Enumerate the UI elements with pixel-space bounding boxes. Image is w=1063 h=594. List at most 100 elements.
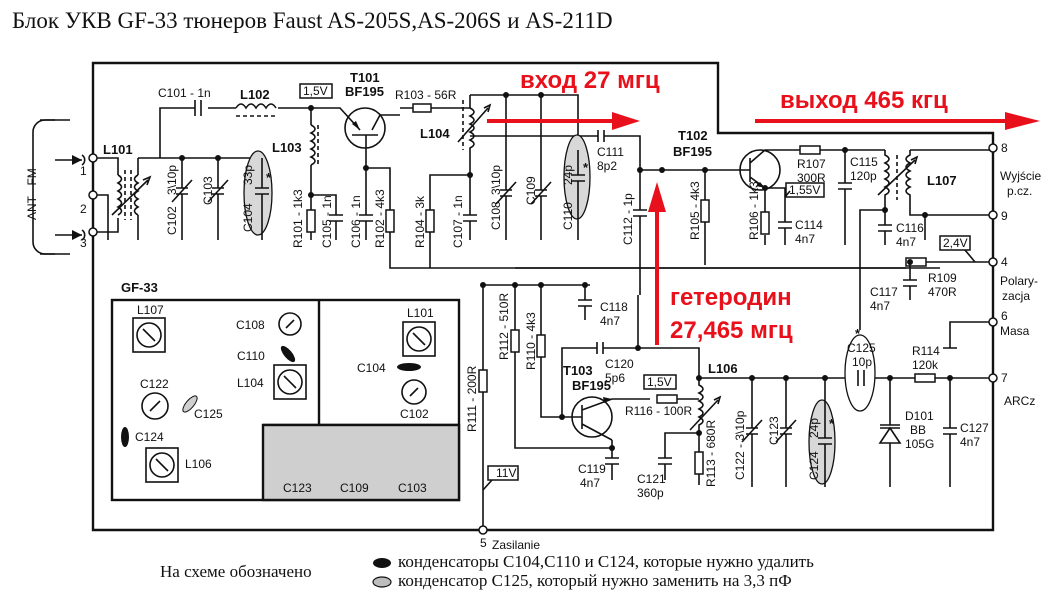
r109-label: R109 [928,271,957,285]
c124-label: C124 [807,451,821,480]
oscillator-arrowhead [648,182,666,212]
c109-label: C109 [524,176,538,205]
c114-value: 4n7 [795,232,815,246]
pin-4-label-1: Polary- [1000,274,1038,288]
board-l106: L106 [185,457,212,471]
t101-type: BF195 [345,84,384,99]
output-arrowhead [1005,112,1040,130]
board-l104: L104 [237,376,264,390]
pin-5 [478,525,488,535]
pin-4-number: 4 [1001,255,1008,269]
r105-label: R105 - 4k3 [688,181,702,240]
legend-remove-item: конденсаторы С104,С110 и С124, которые н… [398,552,814,571]
c120-label: C120 [605,357,634,371]
pin-4-label-2: zacja [1002,289,1030,303]
legend-symbols [372,558,392,588]
board-title: GF-33 [121,280,158,295]
grey-capacitor-icon [372,576,392,588]
c122-label: C122 - 3\10p [733,410,747,480]
r104-label: R104 - 3k [413,195,427,248]
legend-intro: На схеме обозначено [160,562,312,581]
board-c108: C108 [236,318,265,332]
r116-label: R116 - 100R [625,404,692,418]
board-c125: C125 [194,407,223,421]
pin4-voltage: 2,4V [943,236,968,250]
t103-voltage: 1,5V [647,375,672,389]
antenna-label: ANT - FM [25,168,39,220]
c125-star: * [855,326,861,341]
pin-89-label-2: p.cz. [1007,184,1032,198]
c117-label: C117 [870,285,898,299]
t102-type: BF195 [673,144,712,159]
l102-label: L102 [240,87,270,102]
ant-pin-3: 3 [80,236,87,250]
c111-value: 8p2 [597,159,617,173]
board-c103: C103 [398,481,427,495]
t102-voltage: 1,55V [789,183,820,197]
c124-highlight [808,399,836,485]
board-c104: C104 [357,361,386,375]
c102-value: 3\10p [165,165,179,195]
board-c122: C122 [140,377,169,391]
t101-label: T101 [350,70,380,85]
t101-voltage: 1,5V [303,84,328,98]
c107-label: C107 - 1n [451,195,465,248]
c101-label: C101 - 1n [158,86,211,100]
r110-label: R110 - 4k3 [524,312,538,370]
c119-value: 4n7 [580,476,600,490]
pin-8 [988,143,998,153]
c110-value: 24p [561,165,575,185]
c117-value: 4n7 [870,299,890,313]
pin-5-number: 5 [480,536,487,550]
pin-4 [988,257,998,267]
c124-value: 24p [807,418,821,438]
r102-label: R102 - 4k3 [373,189,387,248]
c119-label: C119 [578,462,606,476]
r114-label: R114 [912,344,940,358]
c123-label: C123 [767,416,781,445]
c108-value: 3\10p [489,165,503,195]
board-c123: C123 [283,481,312,495]
c125-label: C125 [847,341,876,355]
transistor-t102: T102 BF195 [673,128,800,191]
board-l101: L101 [407,306,434,320]
frequency-annotations: вход 27 мгц выход 465 кгц гетеродин 27,4… [487,67,1040,345]
c102-label: C102 [165,206,179,235]
c110-highlight [563,134,591,220]
pin-7 [988,373,998,383]
l106-label: L106 [708,361,738,376]
inductor-l106: L106 [689,361,738,433]
pin-9 [988,210,998,220]
pin-6-label: Masa [1000,324,1030,338]
inductor-l107: L107 [877,149,993,216]
r106-label: R106 - 1k3 [747,181,761,240]
legend-replace-item: конденсатор С125, который нужно заменить… [398,571,792,590]
l104-label: L104 [420,126,450,141]
c110-star: * [583,160,589,175]
schematic-title: Блок УКВ GF-33 тюнеров Faust AS-205S,AS-… [12,8,613,33]
c116-label: C116 [896,221,924,235]
board-l107: L107 [137,303,164,317]
board-c124: C124 [135,430,164,444]
t103-label: T103 [563,363,593,378]
c125-highlight [844,334,876,412]
ant-pin-1: 1 [80,164,87,178]
board-c102: C102 [400,407,429,421]
c105-label: C105 - 1n [320,195,334,248]
black-capacitor-icon [373,558,391,568]
transistor-t103: T103 BF195 [562,363,650,441]
pin-6 [988,317,998,327]
board-c110: C110 [237,349,265,363]
c116-value: 4n7 [896,235,916,249]
l101-label: L101 [103,142,133,157]
c121-label: C121 [637,472,666,486]
c120-value: 5p6 [605,371,625,385]
c106-label: C106 - 1n [349,195,363,248]
c115-value: 120p [850,169,877,183]
pin-7-number: 7 [1001,371,1008,385]
c114-label: C114 [795,218,823,232]
c115-label: C115 [850,155,878,169]
pin-6-number: 6 [1001,309,1008,323]
d101-type-2: 105G [905,437,934,451]
pin-8-number: 8 [1001,141,1008,155]
